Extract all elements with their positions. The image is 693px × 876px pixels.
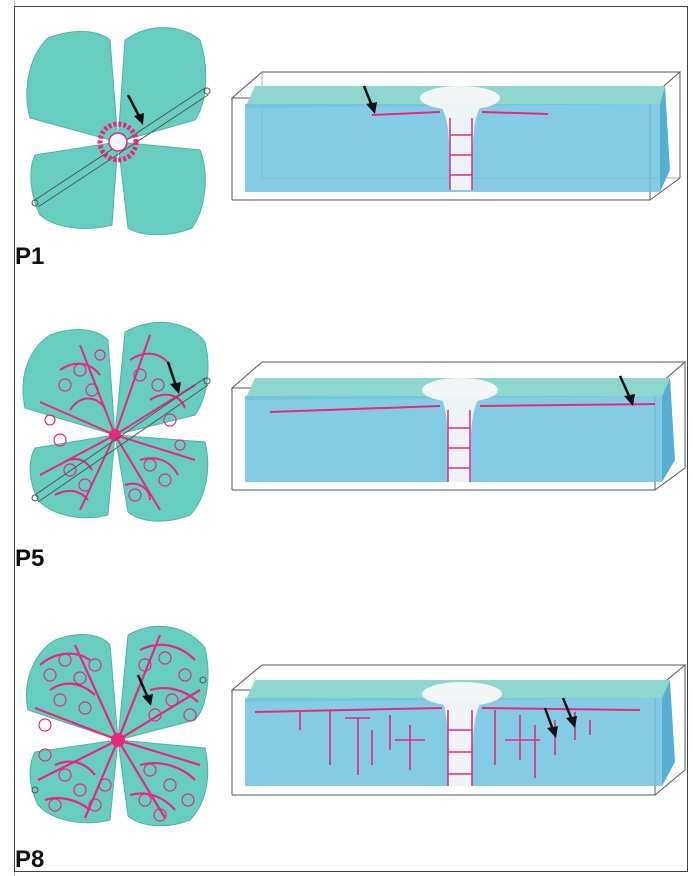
p5-retina-flatmount (23, 322, 210, 521)
panel-label-p5: P5 (15, 545, 44, 573)
panel-p5: P5 (0, 290, 693, 580)
p8-drawing (0, 590, 693, 876)
p8-retina-flatmount (27, 626, 208, 825)
panel-label-p8: P8 (15, 846, 44, 874)
p1-drawing (0, 0, 693, 290)
p1-cross-section-block (232, 72, 680, 200)
panel-p8: P8 (0, 590, 693, 876)
p1-retina-flatmount (27, 28, 210, 235)
panel-p1: P1 (0, 0, 693, 290)
p5-drawing (0, 290, 693, 580)
panel-label-p1: P1 (15, 243, 44, 271)
p8-cross-section-block (232, 665, 685, 795)
p5-cross-section-block (232, 362, 685, 490)
